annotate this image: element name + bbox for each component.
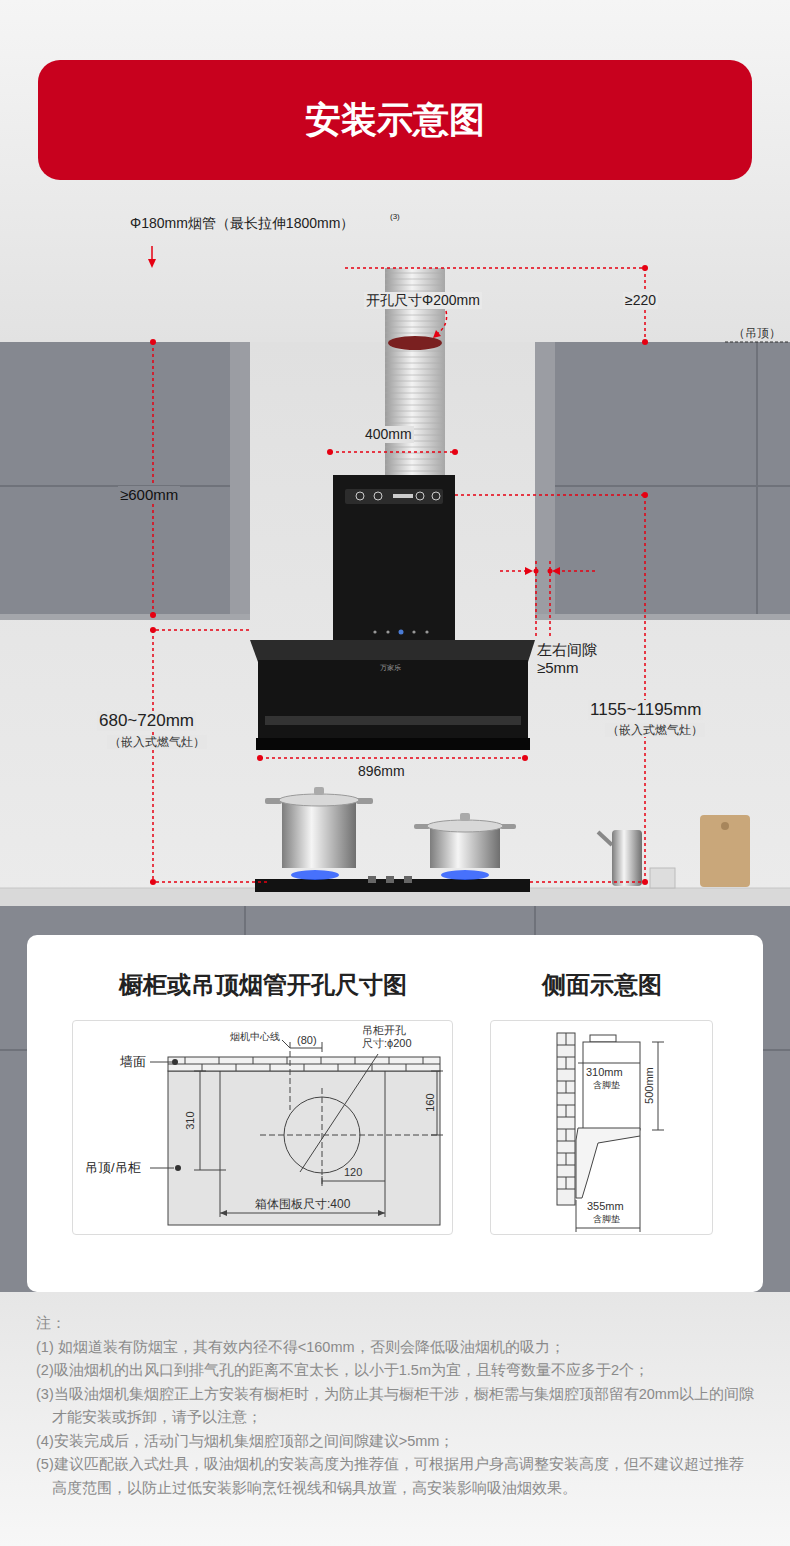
- stove-note: （嵌入式燃气灶）: [107, 735, 207, 749]
- panel-heading: 侧面示意图: [491, 969, 712, 1001]
- dimension-label: 400mm: [363, 426, 414, 443]
- dimension-label: 1155~1195mm: [588, 700, 703, 720]
- note-ref: (3): [390, 212, 400, 222]
- hole-label: 吊柜开孔 尺寸:ϕ200: [362, 1024, 416, 1050]
- ceiling-label: （吊顶）: [733, 326, 781, 340]
- note-text: (3)当吸油烟机集烟腔正上方安装有橱柜时，为防止其与橱柜干涉，橱柜需与集烟腔顶部…: [36, 1383, 756, 1430]
- pad-note: 含脚垫: [593, 1214, 620, 1225]
- dimension-label: 310mm: [586, 1066, 623, 1079]
- note-text: (4)安装完成后，活动门与烟机集烟腔顶部之间间隙建议>5mm；: [36, 1430, 756, 1454]
- pad-note: 含脚垫: [593, 1080, 620, 1091]
- brand-mark: 万家乐: [380, 664, 401, 672]
- dimension-label: 120: [344, 1166, 362, 1179]
- wall-label: 墙面: [120, 1054, 146, 1070]
- hole-label: 开孔尺寸Φ200mm: [364, 292, 482, 309]
- dimension-label: 896mm: [358, 763, 405, 780]
- dimension-label: 160: [424, 1093, 437, 1111]
- dimension-label: 500mm: [643, 1067, 656, 1104]
- centerline-label: 烟机中心线: [230, 1031, 280, 1043]
- dimension-label: 680~720mm: [97, 711, 196, 731]
- pipe-label: Φ180mm烟管（最长拉伸1800mm）: [130, 215, 354, 232]
- dimension-label: ≥600mm: [118, 486, 180, 504]
- note-text: (2)吸油烟机的出风口到排气孔的距离不宜太长，以小于1.5m为宜，且转弯数量不应…: [36, 1359, 756, 1383]
- note-text: 注：: [36, 1312, 756, 1336]
- dimension-label: 355mm: [587, 1200, 624, 1213]
- note-text: (5)建议匹配嵌入式灶具，吸油烟机的安装高度为推荐值，可根据用户身高调整安装高度…: [36, 1453, 756, 1500]
- title-text: 安装示意图: [38, 60, 752, 180]
- stove-note: （嵌入式燃气灶）: [605, 723, 705, 737]
- dimension-label: (80): [297, 1034, 317, 1047]
- notes-block: 注：(1) 如烟道装有防烟宝，其有效内径不得<160mm，否则会降低吸油烟机的吸…: [36, 1312, 756, 1500]
- dimension-label: 310: [184, 1111, 197, 1129]
- note-text: (1) 如烟道装有防烟宝，其有效内径不得<160mm，否则会降低吸油烟机的吸力；: [36, 1336, 756, 1360]
- panel-heading: 橱柜或吊顶烟管开孔尺寸图: [73, 969, 452, 1001]
- ceiling-label: 吊顶/吊柜: [85, 1160, 141, 1176]
- gap-label: 左右间隙 ≥5mm: [537, 641, 603, 677]
- dimension-label: ≥220: [623, 292, 658, 309]
- dimension-label: 箱体围板尺寸:400: [255, 1197, 350, 1211]
